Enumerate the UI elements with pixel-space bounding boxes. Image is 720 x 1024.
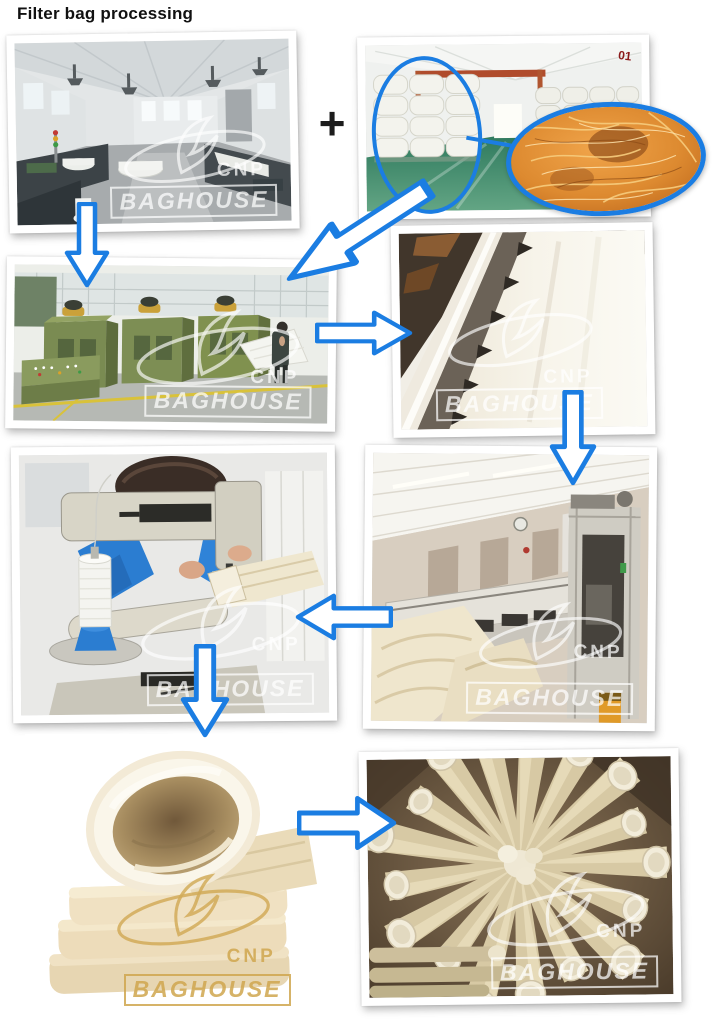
photo-finished-filter-bags: CNP BAGHOUSE xyxy=(25,734,320,1012)
bag-production-line-scene xyxy=(370,452,650,724)
page-title: Filter bag processing xyxy=(17,4,194,23)
weaving-workshop-scene xyxy=(14,38,292,226)
golden-fiber-closeup xyxy=(508,102,704,216)
needle-punching-line-scene xyxy=(13,264,329,424)
arrow-felt-to-bagline xyxy=(549,390,597,486)
warehouse-corner-mark: 01 xyxy=(617,47,633,64)
packed-filter-bags-scene xyxy=(366,756,674,998)
photo-needle-felt-roll: CNP BAGHOUSE xyxy=(390,222,656,438)
photo-packed-filter-bags: CNP BAGHOUSE xyxy=(358,748,682,1006)
arrow-weaving-to-needlepunch xyxy=(64,202,110,288)
photo-needle-punching-line: CNP BAGHOUSE xyxy=(5,256,337,432)
arrow-bales-to-needlepunch xyxy=(286,178,436,281)
arrow-finished-to-packed xyxy=(297,795,397,851)
plus-operator: + xyxy=(318,97,346,149)
photo-bag-sewing: CNP BAGHOUSE xyxy=(10,444,338,724)
photo-weaving-workshop: CNP BAGHOUSE xyxy=(6,30,300,234)
needle-felt-roll-scene xyxy=(398,230,648,430)
arrow-bagline-to-sewing xyxy=(295,593,393,641)
bag-sewing-scene xyxy=(18,452,330,716)
arrow-needlepunch-to-felt xyxy=(315,310,413,356)
finished-filter-bags-scene xyxy=(25,734,320,1012)
photo-bag-production-line: CNP BAGHOUSE xyxy=(362,444,658,732)
arrow-sewing-to-finished xyxy=(180,644,230,738)
